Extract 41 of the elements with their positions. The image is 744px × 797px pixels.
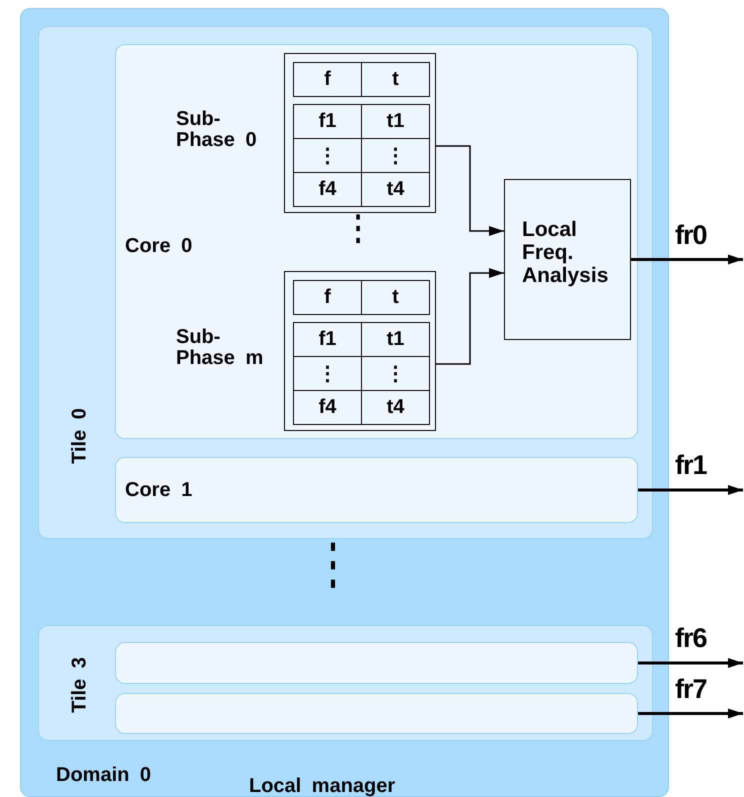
table-cell: t1: [361, 322, 430, 357]
edge-label: fr1: [675, 452, 707, 479]
table-cell: f1: [293, 104, 362, 139]
table-cell: f: [293, 62, 362, 97]
box-label: Local Freq. Analysis: [522, 218, 608, 288]
arrow: [436, 145, 504, 236]
ellipsis-dots: ⋮: [345, 211, 365, 245]
table-cell: f1: [293, 322, 362, 357]
core-panel: [115, 693, 638, 734]
core-panel: [115, 642, 638, 684]
process-box: [504, 179, 631, 340]
arrow: [631, 254, 743, 264]
phase-label: Sub- Phase 0: [176, 109, 258, 151]
panel-label: Domain 0: [56, 765, 152, 786]
arrow: [638, 658, 743, 668]
core-panel: [115, 457, 638, 523]
edge-label: fr7: [675, 676, 707, 702]
table-cell: t: [361, 280, 430, 315]
arrow: [638, 485, 743, 495]
arrow: [436, 268, 504, 365]
arrow: [638, 708, 743, 718]
tile-label: Tile 3: [70, 657, 90, 713]
panel-label: Local manager: [249, 776, 396, 797]
tile-panel: [38, 625, 653, 741]
table-cell: t4: [361, 390, 430, 425]
table-cell: f4: [293, 390, 362, 425]
domain-panel: [20, 8, 669, 797]
table-cell: t1: [361, 104, 430, 139]
table-cell: f: [293, 280, 362, 315]
edge-label: fr0: [675, 222, 707, 248]
tile-label: Tile 0: [70, 408, 90, 464]
box-label: Core 0: [125, 236, 192, 257]
edge-label: fr6: [675, 625, 707, 652]
box-label: Core 1: [125, 480, 192, 501]
core-panel: [115, 44, 638, 439]
tile-panel: [38, 26, 653, 539]
table-cell: t: [361, 62, 430, 97]
ellipsis-dots: ⋮: [318, 539, 338, 593]
table-cell: f4: [293, 172, 362, 207]
phase-label: Sub- Phase m: [176, 327, 264, 369]
table-cell: t4: [361, 172, 430, 207]
